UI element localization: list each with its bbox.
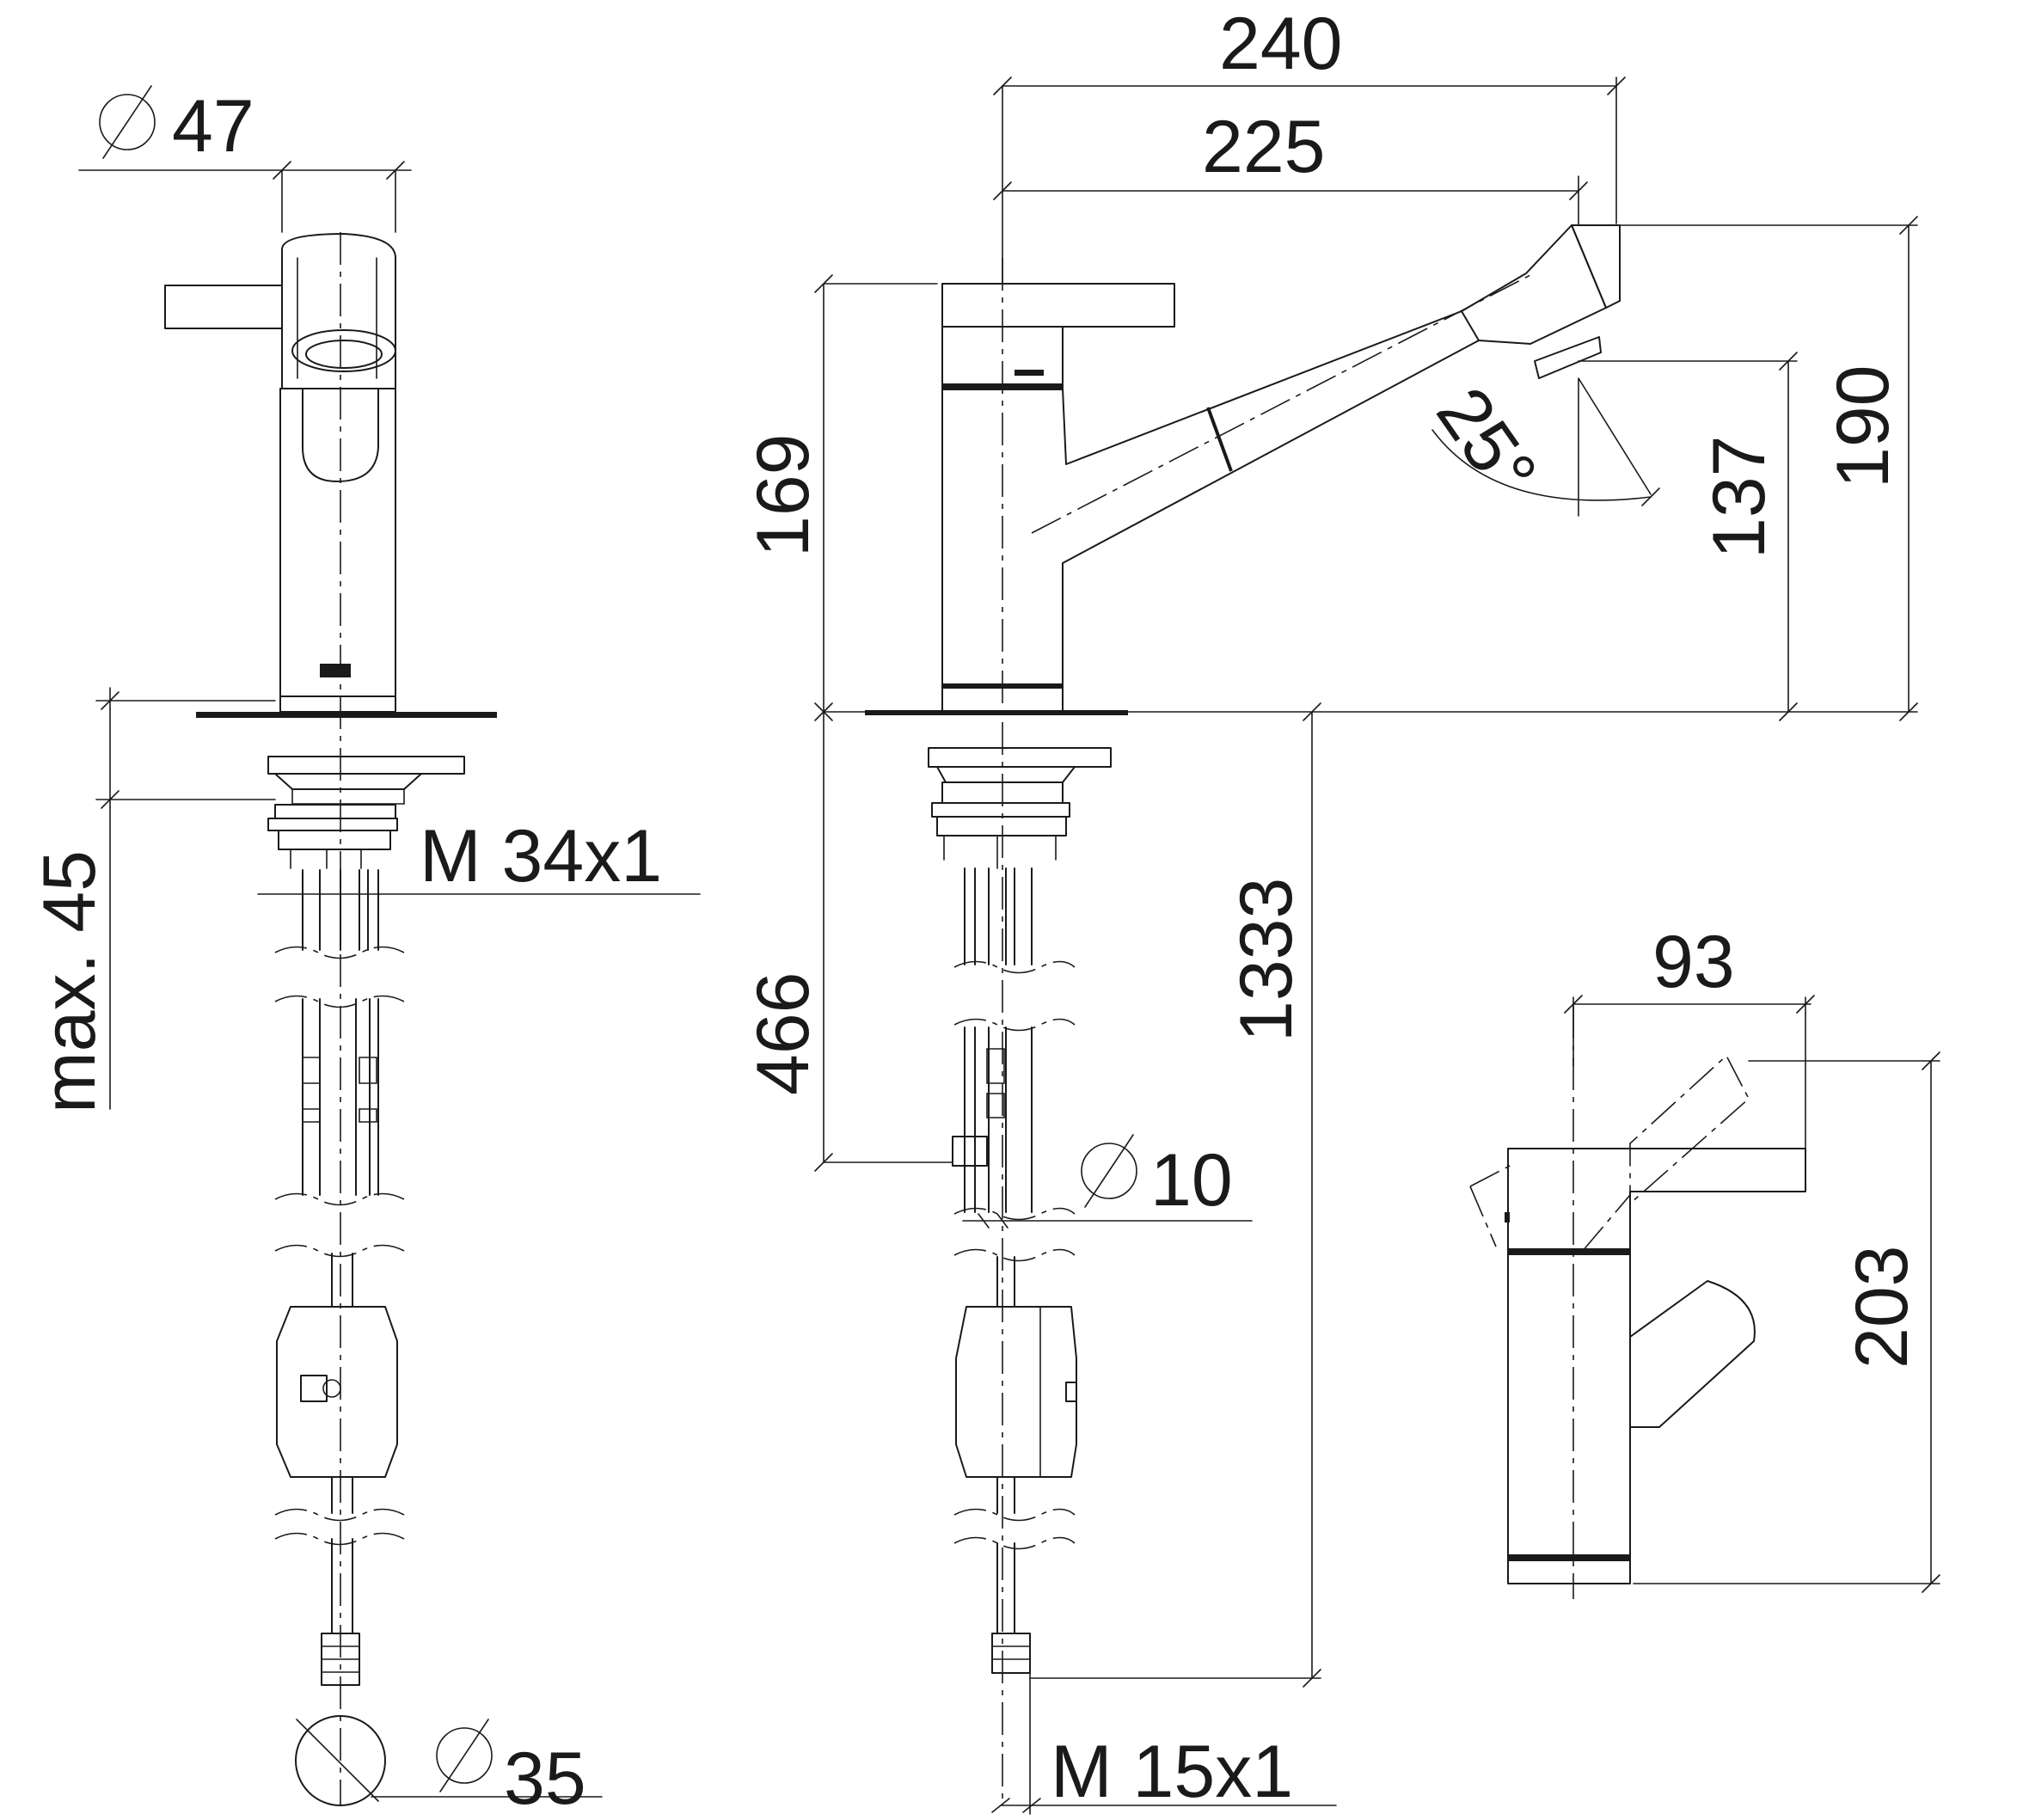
dim-10: 10 <box>1150 1139 1233 1222</box>
dim-93: 93 <box>1652 921 1735 1003</box>
dim-m15: M 15x1 <box>1051 1731 1293 1813</box>
dim-47: 47 <box>172 85 254 168</box>
dim-240: 240 <box>1219 3 1343 85</box>
dim-1333: 1333 <box>1225 878 1308 1042</box>
dim-203: 203 <box>1841 1246 1923 1370</box>
dim-25-degrees: 25° <box>1420 373 1552 512</box>
dim-35: 35 <box>504 1737 586 1820</box>
dim-max-45: max. 45 <box>28 850 111 1113</box>
side-view-dimensions <box>814 77 1918 1815</box>
dim-169: 169 <box>742 434 825 558</box>
handle-detail-view <box>1469 1006 1806 1599</box>
side-view <box>865 224 1621 1805</box>
dim-m34: M 34x1 <box>420 815 662 898</box>
front-view <box>164 232 497 1806</box>
front-view-dimensions <box>78 85 701 1802</box>
dim-225: 225 <box>1202 106 1326 188</box>
handle-detail-dimensions <box>1564 995 1940 1593</box>
dim-466: 466 <box>742 972 825 1096</box>
dim-190: 190 <box>1822 365 1904 489</box>
dim-137: 137 <box>1698 436 1781 560</box>
